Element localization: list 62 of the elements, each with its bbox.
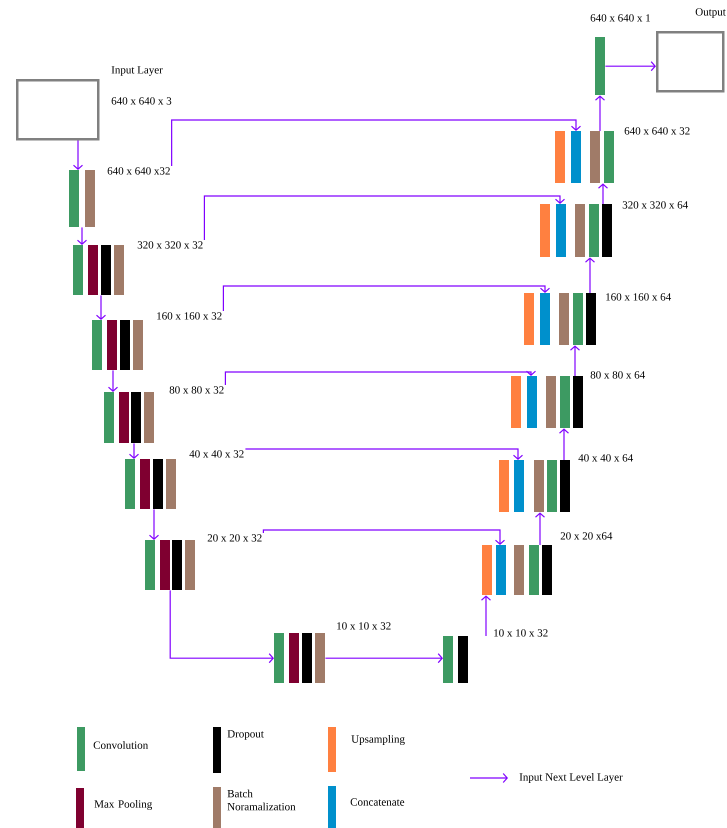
arrow	[129, 443, 139, 459]
dimension-label: 40 x 40 x 64	[578, 454, 634, 462]
dimension-label: 80 x 80 x 64	[590, 371, 646, 379]
arrow	[73, 140, 83, 170]
legend-label: Dropout	[228, 730, 264, 740]
layer-block	[125, 459, 176, 509]
arrow	[570, 345, 580, 376]
layer-block	[274, 633, 325, 683]
arrow	[171, 119, 581, 166]
legend-label: Convolution	[94, 741, 148, 749]
layer-block	[511, 376, 583, 428]
arrow	[222, 285, 550, 311]
dimension-label: 320 x 320 x 64	[622, 201, 688, 209]
dimension-label: 640 x 640 x32	[108, 167, 170, 175]
arrow	[598, 183, 608, 204]
arrow	[170, 590, 274, 664]
arrow	[77, 227, 87, 245]
arrow	[585, 257, 595, 293]
box-heading: Output	[696, 8, 726, 18]
arrow	[595, 95, 605, 131]
arrow	[149, 509, 159, 540]
arrow	[108, 370, 118, 392]
arrow	[559, 428, 569, 460]
arrow	[96, 295, 106, 320]
dimension-label: 160 x 160 x 32	[157, 312, 222, 320]
arrow	[204, 195, 565, 240]
layer-block	[499, 460, 570, 512]
dimension-label: 640 x 640 x 32	[624, 127, 690, 135]
legend-label: Upsampling	[351, 735, 405, 745]
dimension-label: 80 x 80 x 32	[170, 386, 224, 394]
legend-label: Batch Noramalization	[228, 790, 296, 810]
dimension-label: 20 x 20 x64	[560, 532, 612, 540]
layer-block	[104, 392, 154, 443]
legend-label: Concatenate	[350, 798, 404, 806]
box-heading: Input Layer	[112, 66, 163, 76]
layer-block	[145, 540, 195, 590]
layer-block	[555, 131, 614, 183]
layer-block	[73, 245, 124, 295]
layer-block	[482, 545, 552, 595]
arrow	[245, 448, 523, 460]
arrow	[325, 653, 443, 664]
legend-label: Max Pooling	[94, 800, 152, 810]
arrow	[224, 370, 536, 385]
arrow	[605, 61, 656, 72]
dimension-label: 20 x 20 x 32	[208, 534, 262, 542]
layer-block	[540, 204, 612, 257]
layer-block	[595, 37, 605, 95]
layer-block	[92, 320, 143, 370]
dimension-label: 160 x 160 x 64	[606, 293, 672, 301]
dimension-label: 10 x 10 x 32	[337, 622, 391, 630]
arrow	[262, 529, 505, 545]
arrow	[481, 595, 491, 636]
dimension-label: 320 x 320 x 32	[138, 241, 203, 249]
dimension-label: 40 x 40 x 32	[189, 450, 244, 458]
dimension-label: 640 x 640 x 1	[590, 14, 650, 22]
layer-block	[524, 293, 596, 345]
dimension-label: 640 x 640 x 3	[112, 97, 172, 105]
layer-block	[69, 170, 95, 227]
arrow	[535, 512, 545, 545]
legend-label: Input Next Level Layer	[520, 773, 623, 783]
layer-block	[443, 636, 468, 683]
dimension-label: 10 x 10 x 32	[494, 629, 548, 637]
